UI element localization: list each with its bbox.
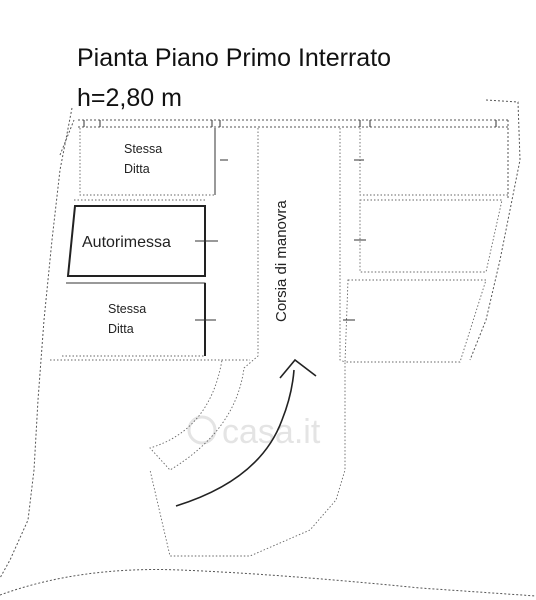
watermark-text: casa.it [222, 413, 321, 451]
right-rooms [343, 128, 508, 363]
left-rooms: Stessa Ditta Autorimessa Stessa Ditta [62, 128, 228, 357]
room-top-right-outline [359, 128, 508, 196]
watermark: casa.it [187, 413, 321, 451]
room-bottom-left-label-line2: Ditta [108, 322, 134, 336]
outer-boundary-right [469, 99, 521, 361]
corridor-label: Corsia di manovra [273, 200, 290, 322]
room-middle-right-outline [359, 199, 503, 273]
corridor: Corsia di manovra [50, 128, 346, 557]
watermark-logo-icon [187, 415, 217, 445]
plan-height: h=2,80 m [77, 84, 182, 112]
outer-boundary-left [0, 107, 73, 579]
room-top-left-label-line1: Stessa [124, 142, 162, 156]
outer-boundary-bottom [0, 569, 536, 597]
top-tick-marks [83, 120, 497, 127]
outer-boundary [0, 99, 536, 597]
room-bottom-left-outline [66, 282, 206, 356]
room-top-left-label-line2: Ditta [124, 162, 150, 176]
room-middle-left-outline [66, 205, 206, 277]
top-ticks [83, 120, 497, 127]
maneuver-arrow-curve [175, 369, 295, 507]
maneuver-arrow-head [279, 358, 317, 379]
maneuver-arrow [175, 358, 317, 507]
outer-boundary-left-top [59, 119, 75, 156]
corridor-right-boundary [149, 128, 346, 557]
room-bottom-right-outline [344, 279, 487, 363]
room-bottom-left-label-line1: Stessa [108, 302, 146, 316]
room-middle-left-label: Autorimessa [82, 234, 171, 251]
plan-title: Pianta Piano Primo Interrato [77, 44, 391, 72]
